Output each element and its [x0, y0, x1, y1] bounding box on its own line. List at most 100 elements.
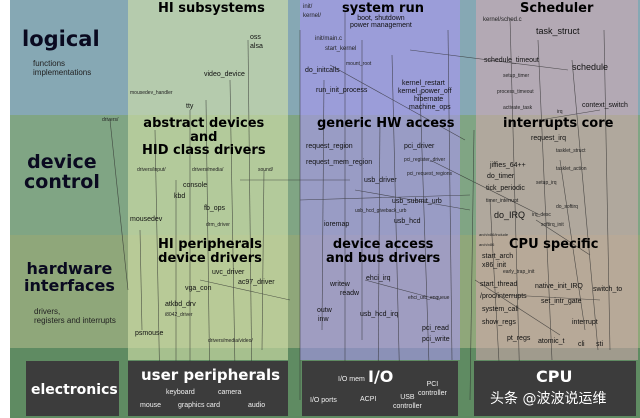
label-atomic-t: atomic_t: [538, 338, 565, 345]
cpu-column: [476, 0, 638, 360]
label-pci-read: pci_read: [422, 325, 449, 332]
label-pci-register-driver: pci_register_driver: [404, 157, 446, 163]
label-pci-request-regions: pci_request_regions: [407, 171, 453, 177]
system-header-logical: system run: [342, 1, 424, 16]
hi-header-logical: HI subsystems: [158, 1, 265, 16]
label-context-switch: context_switch: [582, 102, 628, 109]
label-usb-hcd-irq: usb_hcd_irq: [360, 311, 399, 318]
label-oss: oss: [250, 34, 261, 41]
label-setup-irq: setup_irq: [536, 180, 557, 186]
label-console: console: [183, 182, 208, 189]
label-activate-task: activate_task: [503, 105, 533, 111]
label-readw: readw: [340, 290, 360, 297]
label-softirq-init: softirq_init: [541, 222, 564, 228]
hi-header-hardware: HI peripherals device drivers: [158, 237, 262, 266]
row-title-device-control: device control: [24, 151, 100, 193]
watermark: 头条 @波波说运维: [490, 391, 607, 407]
row-title-logical: logical: [22, 27, 100, 51]
label-set-intr-gate: set_intr_gate: [541, 298, 582, 305]
label-do-softirq: do_softirq: [556, 204, 578, 210]
label-cli: cli: [578, 341, 585, 348]
label-init-dir: init/: [303, 4, 313, 10]
label-boot-shutdown: boot, shutdown power management: [350, 15, 412, 29]
system-header-hardware: device access and bus drivers: [326, 237, 441, 266]
label-x86-init: x86_init: [482, 262, 507, 269]
label-pci-driver: pci_driver: [404, 143, 435, 150]
label-ehci-urb-enqueue: ehci_urb_enqueue: [408, 295, 450, 301]
label-irq: irq: [557, 109, 563, 115]
label-interrupt: interrupt: [572, 319, 598, 326]
label-mount-root: mount_root: [346, 61, 372, 67]
label-native-init-irq: native_init_IRQ: [535, 283, 583, 290]
pci-controller-label: PCI controller: [418, 381, 447, 398]
row-sub-hardware: drivers, registers and interrupts: [34, 307, 116, 326]
label-ioremap: ioremap: [324, 221, 350, 228]
label-setup-timer: setup_timer: [503, 73, 530, 79]
label-drivers-media: drivers/media/: [192, 167, 224, 173]
usb-controller-label: USB controller: [393, 394, 422, 411]
label-timer-interrupt: timer_interrupt: [486, 198, 519, 204]
label-usb-submit-urb: usb_submit_urb: [392, 198, 442, 205]
io-title: I/O: [368, 367, 394, 386]
label-kbd: kbd: [174, 193, 186, 200]
label-video-device: video_device: [204, 71, 245, 78]
label-do-timer: do_timer: [487, 173, 515, 180]
label-pt-regs: pt_regs: [507, 335, 531, 342]
label-request-region: request_region: [306, 143, 353, 150]
io-ports-label: I/O ports: [310, 397, 337, 404]
label-drivers-media-video: drivers/media/video/: [208, 338, 253, 344]
label-drm-driver: drm_driver: [206, 222, 230, 228]
label-kernel-dir: kernel/: [303, 13, 322, 19]
label-irq-desc: irq_desc: [532, 212, 551, 218]
label-usb-hcd-giveback-urb: usb_hcd_giveback_urb: [355, 208, 407, 214]
label-usb-driver: usb_driver: [364, 177, 397, 184]
label-kernel-power-off: kernel_power_off: [398, 88, 452, 95]
cpu-title: CPU: [536, 367, 573, 386]
label-kernel-restart: kernel_restart: [402, 80, 445, 87]
mouse-label: mouse: [140, 402, 162, 409]
label-run-init-process: run_init_process: [316, 87, 368, 94]
label-schedule-timeout: schedule_timeout: [484, 57, 539, 64]
label-proc-interrupts: /proc/interrupts: [480, 293, 527, 300]
hi-header-device: abstract devices and HID class drivers: [142, 116, 266, 159]
label-request-mem-region: request_mem_region: [306, 159, 373, 166]
label-jiffies: jiffies_64++: [490, 162, 526, 169]
label-vga-con: vga_con: [185, 285, 212, 292]
cpu-header-hardware: CPU specific: [509, 237, 599, 252]
label-mousedev-handler: mousedev_handler: [130, 90, 173, 96]
label-tty: tty: [186, 103, 194, 110]
electronics-box: [26, 361, 119, 416]
label-do-initcalls: do_initcalls: [305, 67, 340, 74]
graphics-card-label: graphics card: [178, 402, 221, 409]
camera-label: camera: [218, 389, 242, 396]
audio-label: audio: [248, 402, 266, 409]
label-i8042-driver: i8042_driver: [165, 312, 193, 318]
label-arch-x86: arch/x86: [479, 242, 495, 247]
label-task-struct: task_struct: [536, 26, 580, 36]
row-sub-logical: functions implementations: [33, 59, 92, 78]
label-arch-include: arch/x86/include: [479, 232, 509, 237]
label-start-kernel: start_kernel: [325, 46, 357, 52]
label-psmouse: psmouse: [135, 330, 164, 337]
label-request-irq: request_irq: [531, 135, 567, 142]
label-drivers-input: drivers/input/: [137, 167, 166, 173]
cpu-box: [474, 361, 636, 416]
label-show-regs: show_regs: [482, 319, 516, 326]
electronics-title: electronics: [31, 382, 118, 398]
label-usb-hcd: usb_hcd: [394, 218, 421, 225]
label-tasklet-struct: tasklet_struct: [556, 148, 586, 154]
label-init-main: init/main.c: [315, 36, 343, 42]
io-box: [302, 361, 458, 416]
label-machine-ops: machine_ops: [409, 104, 451, 111]
row-title-hardware: hardware interfaces: [24, 259, 115, 295]
label-hibernate: hibernate: [414, 96, 444, 103]
label-process-timeout: process_timeout: [497, 89, 534, 95]
label-system-call: system_call: [482, 306, 519, 313]
label-drivers-left: drivers/: [102, 117, 119, 123]
label-writew: writew: [330, 281, 350, 288]
label-alsa: alsa: [250, 43, 263, 50]
label-outw: outw: [317, 307, 332, 314]
label-uvc-driver: uvc_driver: [212, 269, 245, 276]
